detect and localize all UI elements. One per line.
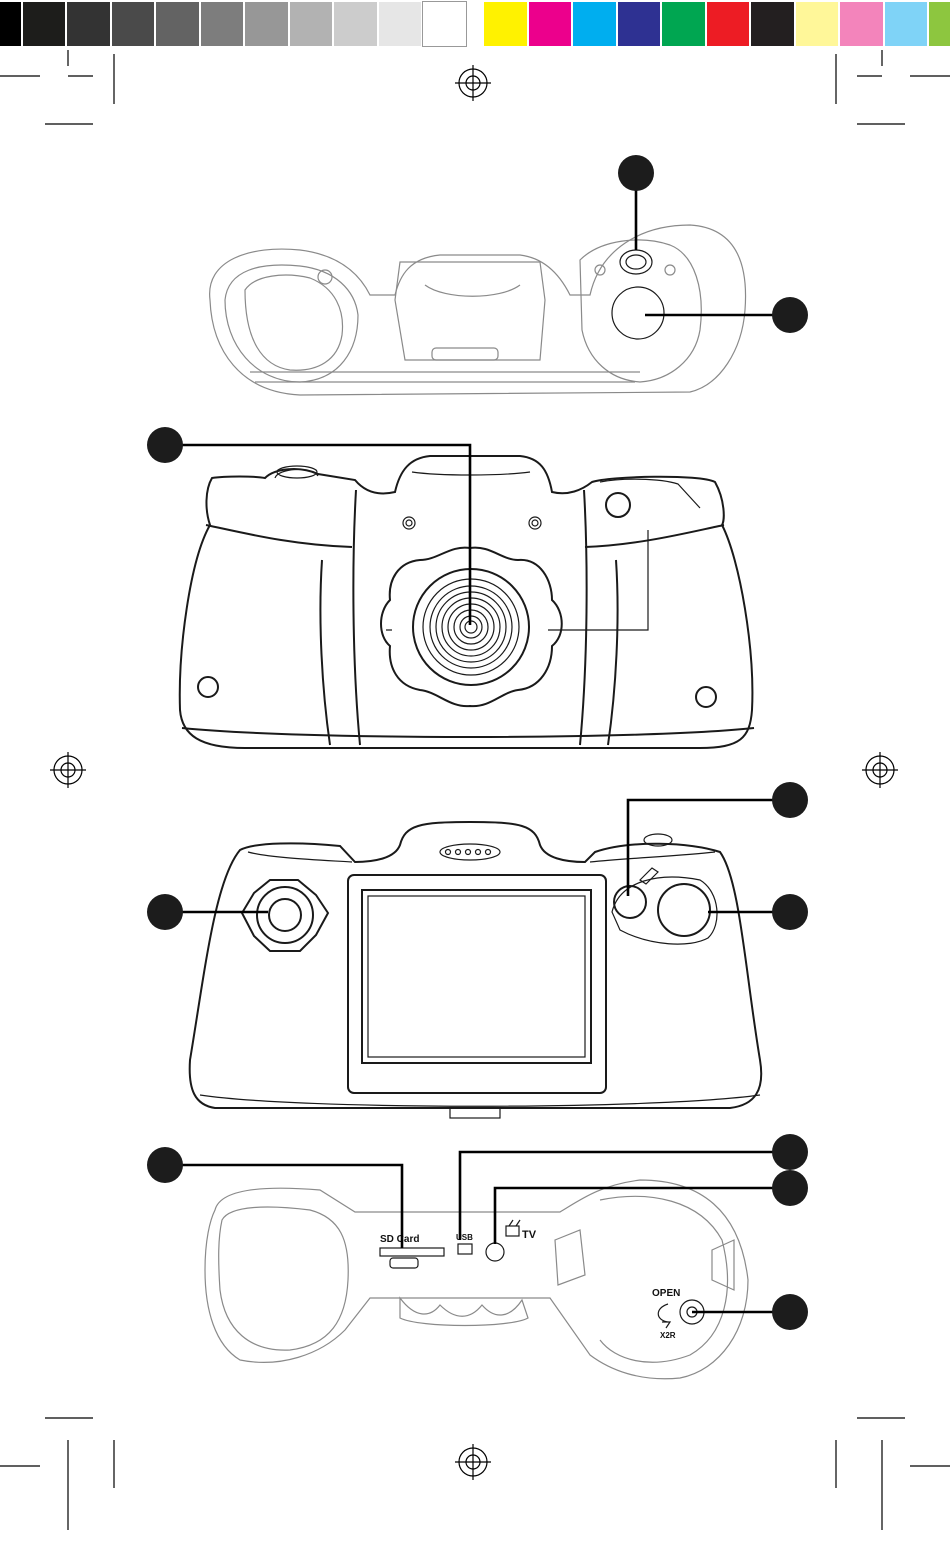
- speaker-grille: [446, 850, 491, 855]
- camera-bottom-view: SD Card USB TV OPEN X2R: [205, 1180, 748, 1379]
- registration-mark-bottom: [455, 1444, 491, 1480]
- sd-card-label: SD Card: [380, 1234, 419, 1245]
- callout-marker: [772, 894, 808, 930]
- callout-marker: [147, 894, 183, 930]
- registration-mark-left: [50, 752, 86, 788]
- callout-markers: [147, 155, 808, 1330]
- tv-icon: [506, 1220, 520, 1236]
- open-label: OPEN: [652, 1288, 680, 1299]
- registration-mark-top: [455, 65, 491, 101]
- close-label: X2R: [660, 1331, 676, 1340]
- camera-back-view: [190, 822, 762, 1118]
- camera-top-view: [210, 225, 746, 395]
- callout-marker: [772, 1134, 808, 1170]
- tv-label: TV: [522, 1229, 537, 1241]
- callout-marker: [147, 427, 183, 463]
- usb-label: USB: [456, 1233, 473, 1242]
- callout-marker: [772, 1170, 808, 1206]
- callout-marker: [772, 1294, 808, 1330]
- registration-mark-right: [862, 752, 898, 788]
- camera-front-view: [180, 456, 754, 748]
- callout-marker: [618, 155, 654, 191]
- callout-marker: [772, 297, 808, 333]
- callout-marker: [772, 782, 808, 818]
- callout-marker: [147, 1147, 183, 1183]
